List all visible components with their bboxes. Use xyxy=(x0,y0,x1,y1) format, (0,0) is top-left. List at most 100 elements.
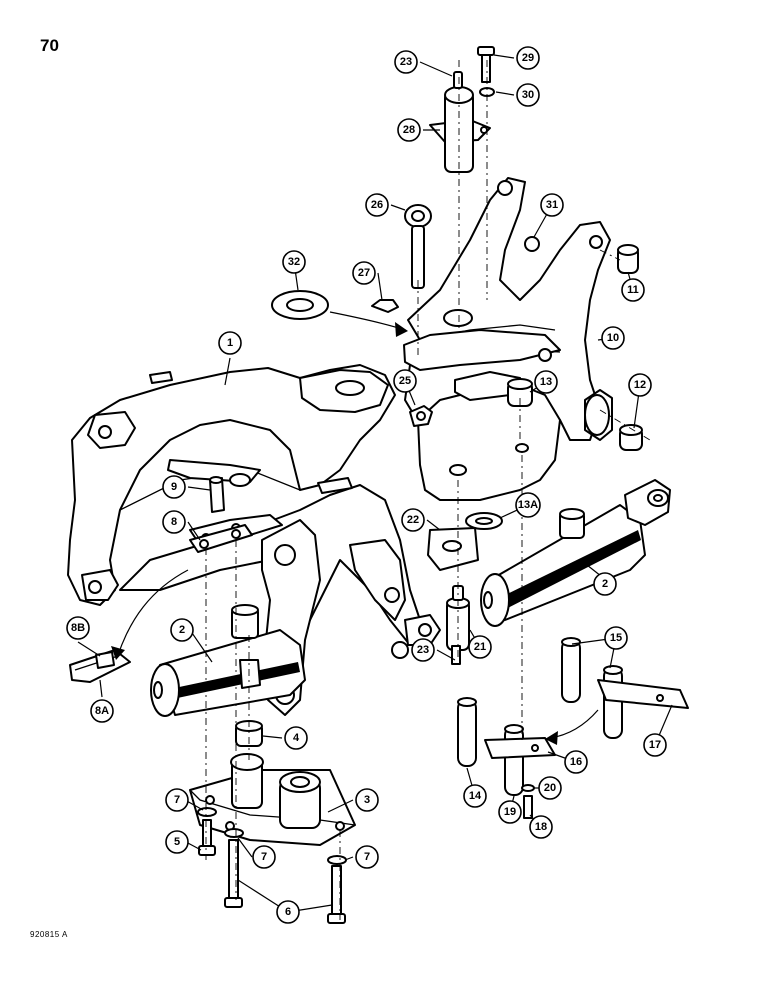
callout-number: 28 xyxy=(403,124,415,136)
callout-circle xyxy=(529,815,553,839)
callout-number: 20 xyxy=(544,782,556,794)
callout-number: 18 xyxy=(535,821,547,833)
callout-circle xyxy=(170,618,194,642)
base-plate-part xyxy=(189,753,356,846)
center-lines xyxy=(205,60,651,920)
callout-number: 7 xyxy=(174,794,180,806)
swing-tower-part xyxy=(403,177,613,501)
callout-28: 28 xyxy=(397,118,421,142)
callout-number: 17 xyxy=(649,739,661,751)
callout-2: 2 xyxy=(170,618,194,642)
callout-circle xyxy=(515,492,541,518)
callout-circle xyxy=(355,845,379,869)
callout-number: 9 xyxy=(171,481,177,493)
callout-8: 8 xyxy=(162,510,186,534)
callout-number: 29 xyxy=(522,52,534,64)
callout-10: 10 xyxy=(601,326,625,350)
callout-11: 11 xyxy=(621,278,645,302)
callout-circle xyxy=(621,278,645,302)
callout-circle xyxy=(162,510,186,534)
callout-circle xyxy=(252,845,276,869)
callout-7: 7 xyxy=(165,788,189,812)
callout-number: 26 xyxy=(371,199,383,211)
callout-circle xyxy=(165,788,189,812)
callout-number: 14 xyxy=(469,790,482,802)
callout-25: 25 xyxy=(393,369,417,393)
callout-circle xyxy=(463,784,487,808)
callout-14: 14 xyxy=(463,784,487,808)
callout-29: 29 xyxy=(516,46,540,70)
callout-number: 4 xyxy=(293,732,300,744)
callout-number: 30 xyxy=(522,89,534,101)
callout-number: 23 xyxy=(417,644,429,656)
callout-20: 20 xyxy=(538,776,562,800)
callout-2: 2 xyxy=(593,572,617,596)
callout-number: 2 xyxy=(179,624,185,636)
lower-pin-spacer-part xyxy=(427,527,479,665)
main-frame-part xyxy=(67,364,441,716)
callout-1: 1 xyxy=(218,331,242,355)
callout-circle xyxy=(516,46,540,70)
callout-15: 15 xyxy=(604,626,628,650)
callout-number: 11 xyxy=(627,284,639,296)
callout-4: 4 xyxy=(284,726,308,750)
callout-23: 23 xyxy=(394,50,418,74)
callout-13A: 13A xyxy=(515,492,541,518)
callout-circle xyxy=(538,776,562,800)
callout-number: 16 xyxy=(570,756,582,768)
callout-number: 32 xyxy=(288,256,300,268)
callout-circle xyxy=(601,326,625,350)
callout-3: 3 xyxy=(355,788,379,812)
callout-circle xyxy=(540,193,564,217)
callout-circle xyxy=(365,193,389,217)
callout-30: 30 xyxy=(516,83,540,107)
callout-number: 8A xyxy=(95,705,109,717)
callout-circle xyxy=(593,572,617,596)
callout-circle xyxy=(564,750,588,774)
callout-circle xyxy=(643,733,667,757)
callout-7: 7 xyxy=(252,845,276,869)
callout-5: 5 xyxy=(165,830,189,854)
callout-7: 7 xyxy=(355,845,379,869)
callout-number: 5 xyxy=(174,836,180,848)
callout-circle xyxy=(628,373,652,397)
callout-number: 13 xyxy=(540,376,552,388)
callout-circle xyxy=(66,616,90,640)
callout-number: 8B xyxy=(71,622,85,634)
callout-27: 27 xyxy=(352,261,376,285)
pins-plates-part xyxy=(457,637,689,819)
callout-circle xyxy=(276,900,300,924)
callout-number: 3 xyxy=(364,794,370,806)
callout-circle xyxy=(352,261,376,285)
callout-circle xyxy=(90,699,114,723)
callout-21: 21 xyxy=(468,635,492,659)
callout-16: 16 xyxy=(564,750,588,774)
callout-number: 27 xyxy=(358,267,370,279)
callout-number: 15 xyxy=(610,632,622,644)
callout-number: 13A xyxy=(518,499,538,511)
assembly-arrows xyxy=(111,311,599,745)
callout-8B: 8B xyxy=(66,616,90,640)
callout-circle xyxy=(165,830,189,854)
callout-circle xyxy=(355,788,379,812)
callout-circle xyxy=(162,475,186,499)
callout-circle xyxy=(397,118,421,142)
callout-circle xyxy=(604,626,628,650)
callout-23: 23 xyxy=(411,638,435,662)
callout-6: 6 xyxy=(276,900,300,924)
callout-18: 18 xyxy=(529,815,553,839)
callout-circle xyxy=(282,250,306,274)
callout-number: 10 xyxy=(607,332,619,344)
callout-circle xyxy=(394,50,418,74)
callout-number: 1 xyxy=(227,337,233,349)
callout-12: 12 xyxy=(628,373,652,397)
callout-circle xyxy=(218,331,242,355)
callout-number: 21 xyxy=(474,641,486,653)
callout-number: 2 xyxy=(602,578,608,590)
callout-number: 31 xyxy=(546,199,558,211)
callout-circle xyxy=(284,726,308,750)
callout-circle xyxy=(516,83,540,107)
callout-9: 9 xyxy=(162,475,186,499)
